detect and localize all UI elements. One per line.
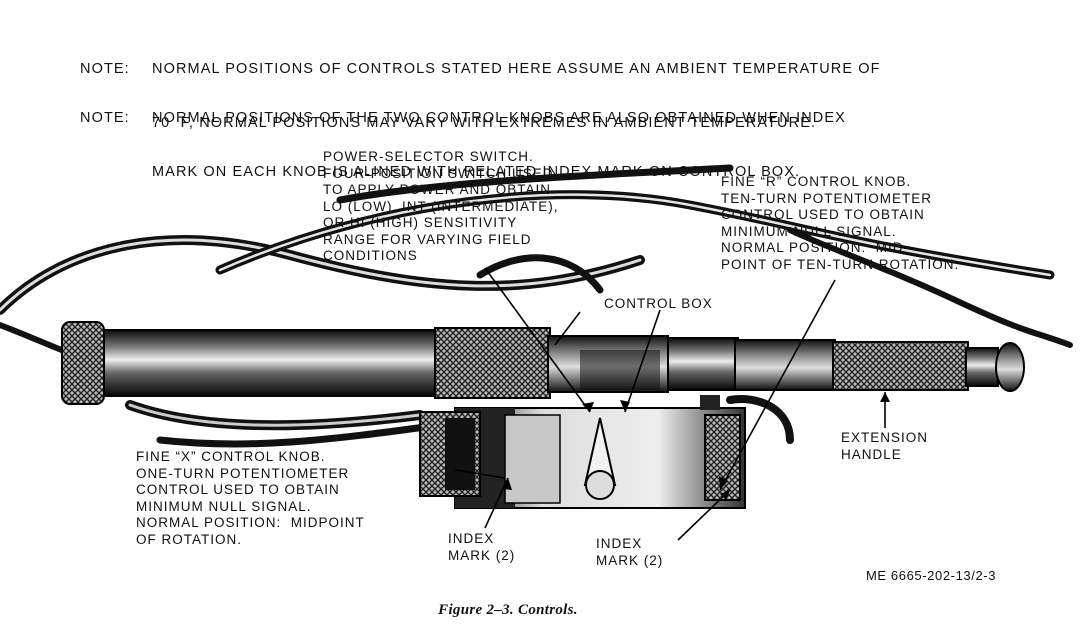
note-text-line1: NORMAL POSITIONS OF CONTROLS STATED HERE… — [152, 61, 881, 77]
figure-caption: Figure 2–3. Controls. — [438, 602, 578, 618]
note-label: NOTE: — [80, 61, 130, 77]
note-label: NOTE: — [80, 110, 130, 126]
callout-power-selector-switch: POWER-SELECTOR SWITCH. FOUR-POSITION SWI… — [323, 149, 559, 263]
note-text-line2: 70 F, NORMAL POSITIONS MAY VARY WITH EXT… — [152, 115, 817, 131]
callout-index-mark-right: INDEX MARK (2) — [596, 536, 664, 568]
note-temperature: NOTE: NORMAL POSITIONS OF CONTROLS STATED… — [80, 24, 881, 150]
note-text-line1: NORMAL POSITIONS OF THE TWO CONTROL KNOB… — [152, 110, 846, 126]
callout-extension-handle: EXTENSION HANDLE — [841, 430, 929, 462]
callout-fine-x-control-knob: FINE “X” CONTROL KNOB. ONE-TURN POTENTIO… — [136, 449, 365, 547]
callout-fine-r-control-knob: FINE “R” CONTROL KNOB. TEN-TURN POTENTIO… — [721, 174, 960, 272]
control-box — [419, 395, 746, 509]
cables — [0, 164, 1073, 448]
arrowheads — [503, 392, 890, 500]
leader-lines — [454, 267, 886, 541]
callout-control-box: CONTROL BOX — [604, 296, 713, 311]
handle-tube — [61, 321, 1025, 405]
figure-id: ME 6665-202-13/2-3 — [866, 568, 997, 583]
callout-index-mark-left: INDEX MARK (2) — [448, 531, 516, 563]
